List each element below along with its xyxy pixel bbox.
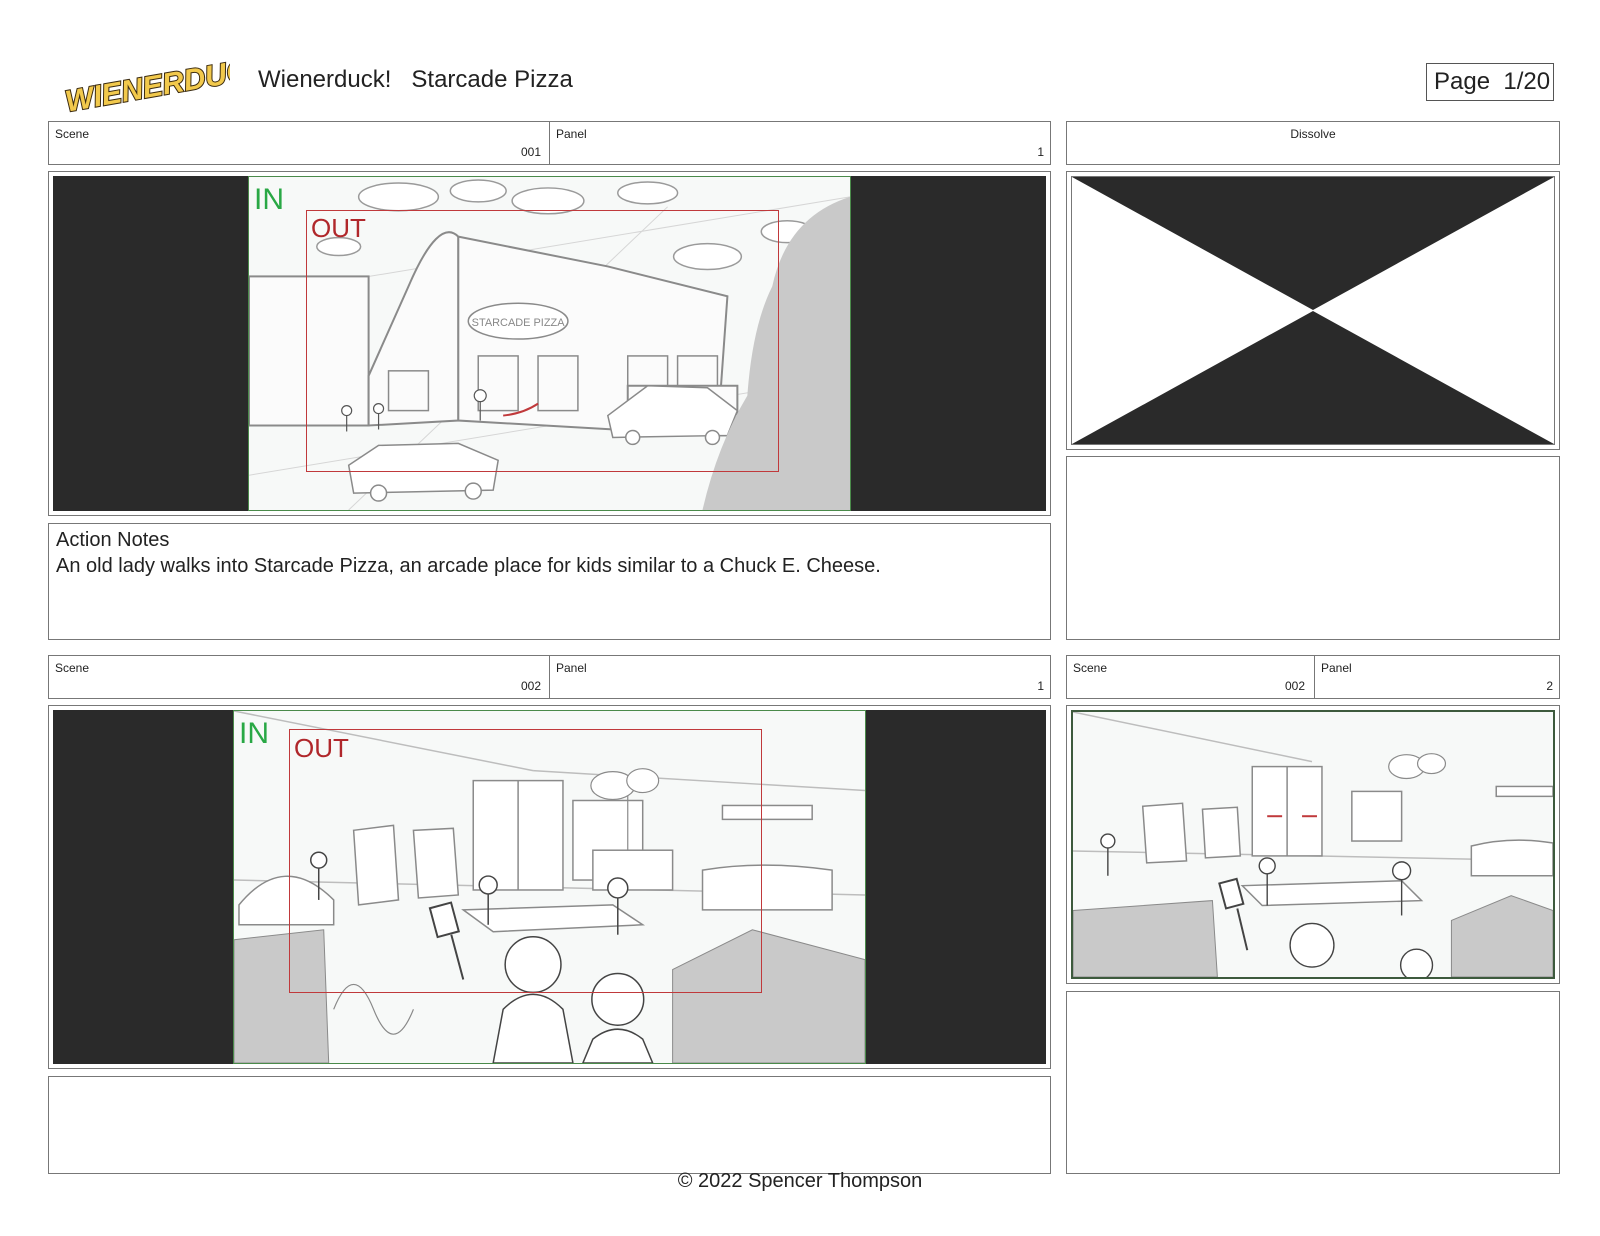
panel-1-artwork: STARCADE PIZZA (248, 176, 851, 511)
panel-2-info-bar: Dissolve (1066, 121, 1560, 165)
action-notes-box: Action Notes An old lady walks into Star… (48, 523, 1051, 640)
panel-4-info-bar: Scene 002 Panel 2 (1066, 655, 1560, 699)
in-label: IN (254, 183, 284, 216)
scene-label: Scene (1073, 661, 1108, 675)
page-title: Wienerduck! Starcade Pizza (258, 66, 573, 94)
out-label: OUT (311, 213, 366, 243)
panel-1-frame: STARCADE PIZZA (48, 171, 1051, 516)
panel-number: 1 (1037, 679, 1044, 693)
out-safe-area (306, 210, 779, 472)
page-number: 1/20 (1503, 68, 1551, 95)
panel-1-letterbox: STARCADE PIZZA (53, 176, 1046, 511)
panel-3-info-bar: Scene 002 Panel 1 (48, 655, 1051, 699)
panel-4-notes-box (1066, 991, 1560, 1174)
panel-label: Panel (556, 127, 587, 141)
scene-number: 001 (521, 145, 542, 159)
logo-text: WIENERDUCK! (63, 58, 230, 114)
scene-number: 002 (1285, 679, 1306, 693)
scene-label: Scene (55, 127, 90, 141)
in-label: IN (239, 717, 269, 750)
panel-3-frame: IN OUT (48, 705, 1051, 1069)
panel-4-frame (1066, 705, 1560, 984)
panel-3-letterbox: IN OUT (53, 710, 1046, 1064)
wienerduck-logo: WIENERDUCK! (58, 47, 283, 119)
dissolve-frame (1066, 171, 1560, 450)
info-divider (549, 122, 550, 164)
action-notes-title: Action Notes (56, 529, 170, 551)
info-divider (549, 656, 550, 698)
panel-3-notes-box (48, 1076, 1051, 1174)
storefront-sign: STARCADE PIZZA (472, 317, 566, 329)
panel-1-info-bar: Scene 001 Panel 1 (48, 121, 1051, 165)
panel-3-artwork: IN OUT (233, 710, 866, 1064)
action-notes-text: An old lady walks into Starcade Pizza, a… (56, 555, 881, 577)
scene-number: 002 (521, 679, 542, 693)
panel-4-artwork (1071, 710, 1555, 979)
episode-title: Starcade Pizza (411, 66, 573, 93)
page-label: Page (1434, 68, 1491, 95)
page-indicator: Page 1/20 (1426, 63, 1554, 101)
panel-2-notes-box (1066, 456, 1560, 640)
copyright-footer: © 2022 Spencer Thompson (677, 1170, 923, 1192)
show-title: Wienerduck! (258, 66, 392, 93)
out-label: OUT (294, 733, 349, 763)
panel-number: 2 (1546, 679, 1553, 693)
dissolve-graphic (1071, 176, 1555, 445)
panel-number: 1 (1037, 145, 1044, 159)
info-divider (1314, 656, 1315, 698)
panel-label: Panel (556, 661, 587, 675)
out-safe-area (289, 729, 762, 993)
transition-label: Dissolve (1290, 127, 1336, 141)
panel-label: Panel (1321, 661, 1352, 675)
scene-label: Scene (55, 661, 90, 675)
